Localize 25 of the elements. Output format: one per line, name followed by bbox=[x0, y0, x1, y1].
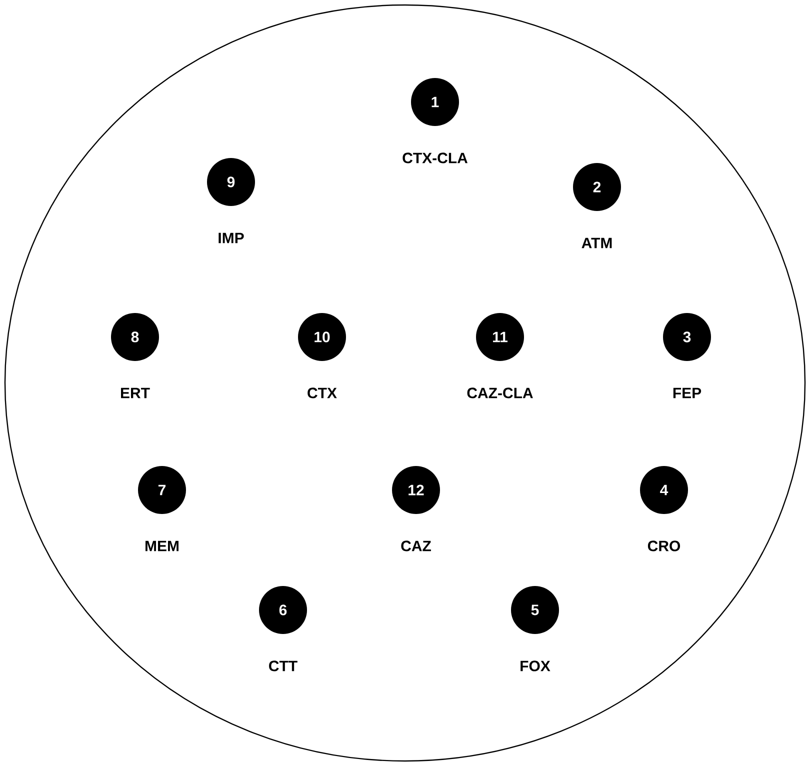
numbered-disk: 4 bbox=[640, 466, 688, 514]
disk-label: CAZ-CLA bbox=[467, 388, 533, 398]
numbered-disk: 8 bbox=[111, 312, 159, 361]
numbered-disk: 5 bbox=[511, 586, 559, 634]
numbered-disk: 3 bbox=[663, 312, 711, 361]
disk-label: CTX bbox=[308, 388, 337, 398]
disk-label: CAZ bbox=[401, 540, 431, 552]
numbered-disk: 9 bbox=[207, 158, 255, 206]
disk-label: IMP bbox=[218, 232, 244, 244]
disk-label: FEP bbox=[673, 388, 702, 398]
disk-label: ERT bbox=[121, 388, 150, 398]
disk-label: ATM bbox=[582, 238, 612, 248]
disk-label: CRO bbox=[648, 540, 680, 552]
numbered-disk: 11 bbox=[476, 312, 524, 361]
numbered-disk: 10 bbox=[298, 312, 346, 361]
plate-outline bbox=[4, 4, 806, 762]
numbered-disk: 6 bbox=[259, 586, 307, 634]
disk-label: FOX bbox=[520, 660, 550, 672]
numbered-disk: 7 bbox=[138, 466, 186, 514]
disk-label: CTT bbox=[269, 660, 298, 672]
numbered-disk: 12 bbox=[392, 466, 440, 514]
numbered-disk: 1 bbox=[411, 78, 459, 126]
disk-label: MEM bbox=[146, 540, 178, 552]
disk-label: CTX-CLA bbox=[402, 152, 468, 164]
numbered-disk: 2 bbox=[573, 163, 621, 211]
